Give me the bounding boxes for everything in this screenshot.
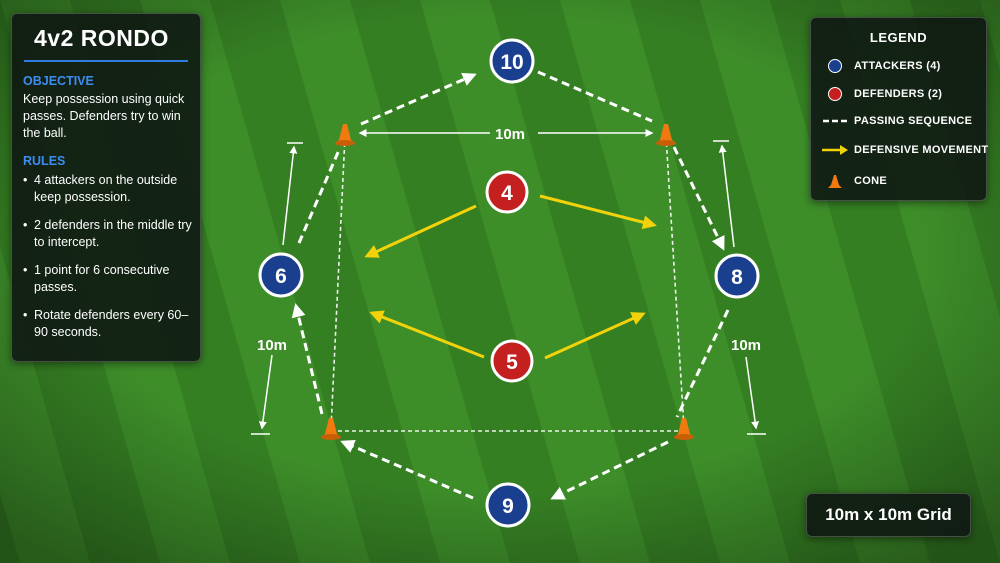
legend-defenders: DEFENDERS (2) — [821, 84, 942, 104]
rules-list: 4 attackers on the outside keep possessi… — [23, 172, 192, 341]
legend-passing-label: PASSING SEQUENCE — [854, 115, 973, 127]
cones — [321, 124, 694, 440]
info-panel: 4v2 RONDO OBJECTIVE Keep possession usin… — [11, 13, 201, 362]
pass-arrow — [291, 303, 324, 415]
yellow-arrow-icon — [822, 145, 848, 155]
dimension-left-label: 10m — [257, 337, 287, 354]
pass-line — [675, 309, 730, 418]
attacker-6: 6 — [258, 252, 304, 298]
defender-dot-icon — [828, 87, 842, 101]
attacker-9: 9 — [485, 482, 531, 528]
defender-5: 5 — [490, 339, 534, 383]
dimension-right-label: 10m — [731, 337, 761, 354]
cone-icon — [674, 418, 694, 440]
legend-cone-label: CONE — [854, 175, 887, 187]
rule-item: 1 point for 6 consecutive passes. — [23, 262, 192, 296]
defender-arrow — [369, 310, 485, 359]
objective-heading: OBJECTIVE — [23, 74, 94, 88]
rules-heading: RULES — [23, 154, 66, 168]
grid-square — [330, 135, 685, 432]
grid-size-badge: 10m x 10m Grid — [806, 493, 971, 537]
attacker-number: 10 — [500, 51, 523, 74]
legend-attackers-label: ATTACKERS (4) — [854, 60, 941, 72]
cone-icon — [828, 175, 842, 188]
players: 10 6 8 9 4 5 — [258, 38, 760, 528]
passing-sequence — [291, 70, 730, 500]
defender-4: 4 — [485, 170, 529, 214]
dimension-top-label: 10m — [495, 126, 525, 143]
pass-arrow — [672, 146, 725, 251]
pass-arrow — [360, 72, 477, 126]
legend-passing: PASSING SEQUENCE — [821, 111, 972, 131]
pass-line — [537, 70, 653, 123]
attacker-number: 6 — [275, 265, 287, 288]
attacker-10: 10 — [489, 38, 535, 84]
dimension-left: 10m — [251, 142, 303, 435]
drill-title: 4v2 RONDO — [34, 25, 169, 51]
attacker-dot-icon — [828, 59, 842, 73]
dimension-right: 10m — [713, 140, 766, 435]
defender-number: 5 — [506, 351, 518, 374]
cone-icon — [335, 124, 355, 146]
legend-defensive: DEFENSIVE MOVEMENT — [821, 140, 988, 160]
objective-text: Keep possession using quick passes. Defe… — [23, 92, 185, 140]
attacker-8: 8 — [714, 253, 760, 299]
legend-attackers: ATTACKERS (4) — [821, 56, 941, 76]
legend-title: LEGEND — [869, 30, 928, 45]
rule-item: 4 attackers on the outside keep possessi… — [23, 172, 192, 206]
attacker-number: 8 — [731, 266, 743, 289]
defender-number: 4 — [501, 182, 513, 205]
defender-arrow — [364, 204, 477, 258]
defensive-movement — [364, 194, 657, 360]
rule-item: Rotate defenders every 60–90 seconds. — [23, 307, 192, 341]
dimension-top: 10m — [358, 126, 654, 143]
legend-panel: LEGEND ATTACKERS (4) DEFENDERS (2) PASSI… — [810, 17, 988, 201]
cone-icon — [321, 418, 341, 440]
defender-arrow — [544, 312, 646, 360]
title-divider — [24, 60, 188, 62]
dashed-line-icon — [823, 119, 847, 123]
attacker-number: 9 — [502, 495, 514, 518]
pass-line — [297, 149, 341, 244]
defender-arrow — [539, 194, 657, 230]
pass-arrow — [550, 440, 669, 500]
rule-item: 2 defenders in the middle try to interce… — [23, 217, 192, 251]
legend-defensive-label: DEFENSIVE MOVEMENT — [854, 144, 989, 156]
legend-defenders-label: DEFENDERS (2) — [854, 88, 943, 100]
cone-icon — [656, 124, 676, 146]
legend-cone: CONE — [821, 171, 887, 191]
pass-arrow — [340, 439, 474, 500]
